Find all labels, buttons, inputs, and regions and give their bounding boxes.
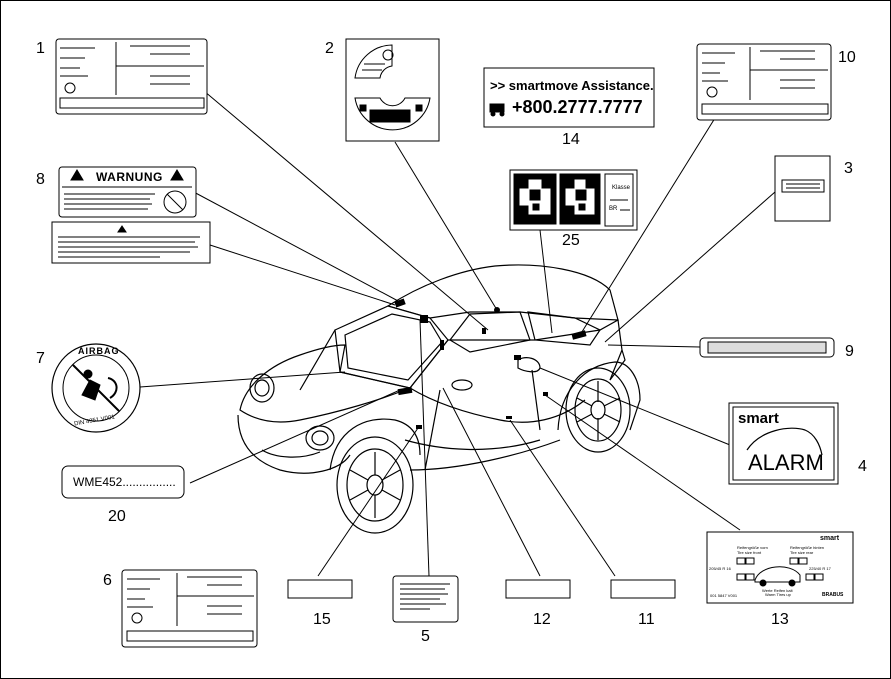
car-label-marks	[394, 298, 587, 429]
tyre-left-size: 205/45 R 16	[709, 566, 731, 571]
airbag-text: AIRBAG	[78, 346, 120, 356]
label-2-circular-sticker	[345, 38, 440, 142]
tyre-brand: smart	[820, 535, 840, 542]
callout-7: 7	[36, 350, 45, 367]
tyre-brabus-logo: BRABUS	[822, 592, 844, 598]
label-20-vin	[61, 465, 185, 499]
label-9-strip	[699, 337, 835, 358]
alarm-text: ALARM	[748, 450, 824, 475]
label-11-plate	[610, 579, 676, 599]
tyre-left-title: Reifengröße vorn	[737, 545, 768, 550]
callout-11: 11	[638, 611, 655, 628]
tyre-pressure-note2: Warm Tires up	[765, 592, 791, 597]
leader-lines	[139, 74, 776, 577]
callout-9: 9	[845, 343, 854, 360]
label-12-plate	[505, 579, 571, 599]
callout-15: 15	[313, 611, 331, 628]
assistance-phone: +800.2777.7777	[512, 97, 643, 117]
car-illustration	[237, 264, 641, 534]
callout-13: 13	[771, 611, 789, 628]
label-3-small-sticker	[774, 155, 831, 222]
label-6-tyre-info	[121, 569, 258, 648]
qr-klasse: Klasse	[612, 185, 631, 191]
callout-3: 3	[844, 160, 853, 177]
assistance-line1: >> smartmove Assistance.	[490, 78, 654, 93]
label-1-tyre-info	[55, 38, 208, 115]
warning-title: WARNUNG	[96, 170, 163, 184]
label-14-assistance	[483, 67, 655, 128]
callout-4: 4	[858, 458, 867, 475]
label-4-alarm	[728, 402, 839, 485]
alarm-brand: smart	[738, 410, 779, 427]
tyre-right-size: 225/40 R 17	[809, 566, 831, 571]
label-25-qr-codes	[509, 169, 638, 231]
label-13-tyre-pressure	[706, 531, 854, 604]
label-7-airbag	[51, 343, 141, 433]
callout-25: 25	[562, 232, 580, 249]
tyre-right-sub: Tire size rear	[790, 550, 814, 555]
tyre-pressure-note: Werte Reifen kalt	[762, 588, 793, 593]
callout-6: 6	[103, 572, 112, 589]
tyre-part-number: 001 5847 V001	[710, 593, 738, 598]
callout-10: 10	[838, 49, 856, 66]
label-10-tyre-info	[696, 43, 832, 121]
label-15-plate	[287, 579, 353, 599]
callout-20: 20	[108, 508, 126, 525]
callout-2: 2	[325, 40, 334, 57]
callout-14: 14	[562, 131, 580, 148]
label-8-warning	[51, 166, 211, 264]
vin-text: WME452................	[73, 475, 176, 489]
tyre-right-title: Reifengröße hinten	[790, 545, 825, 550]
callout-1: 1	[36, 40, 45, 57]
qr-br: BR	[609, 206, 618, 212]
callout-5: 5	[421, 628, 430, 645]
callout-8: 8	[36, 171, 45, 188]
tyre-left-sub: Tire size front	[737, 550, 762, 555]
label-5-text-sticker	[392, 575, 459, 623]
callout-12: 12	[533, 611, 551, 628]
